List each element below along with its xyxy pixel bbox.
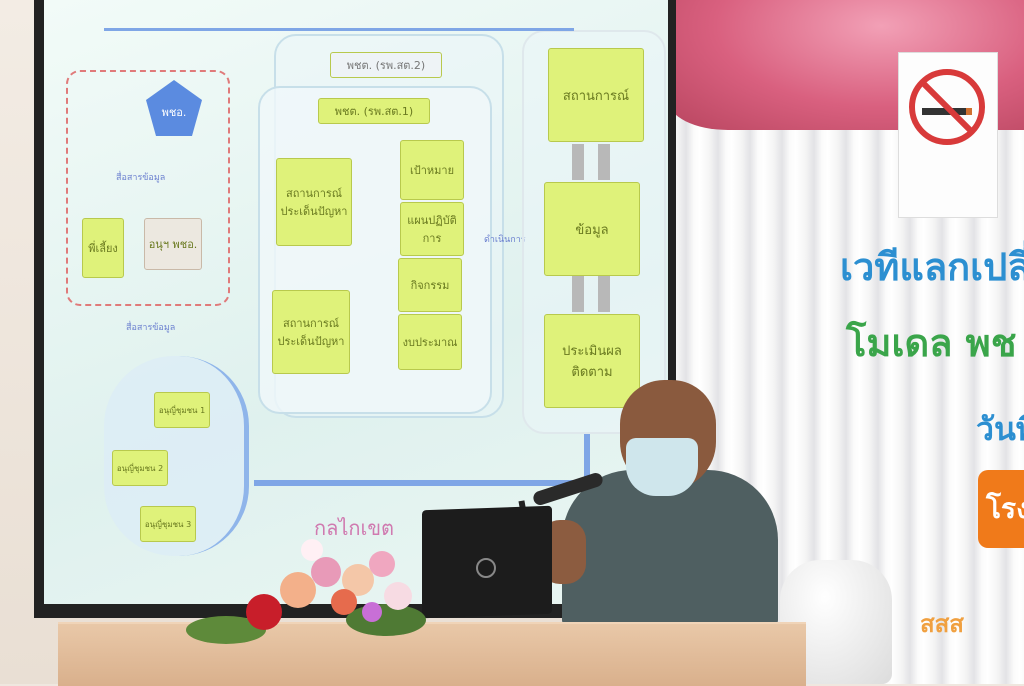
box-mentor: พี่เลี้ยง xyxy=(82,218,124,278)
box-situation-2: สถานการณ์ ประเด็นปัญหา xyxy=(272,290,350,374)
arrow-down-2 xyxy=(598,276,610,312)
pentagon-shape: พชอ. xyxy=(146,80,202,136)
banner-orange-tag: โรง xyxy=(978,470,1024,548)
box-situation-1: สถานการณ์ ประเด็นปัญหา xyxy=(276,158,352,246)
pentagon-label: พชอ. xyxy=(162,106,187,119)
banner-line-2: โมเดล พช xyxy=(846,321,1017,365)
face-mask xyxy=(626,438,698,496)
box-plan: แผนปฏิบัติการ xyxy=(400,202,464,256)
slide-footer-text: กลไกเขต xyxy=(314,516,395,540)
projection-screen: พชอ. สื่อสารข้อมูล พี่เลี้ยง อนุฯ พชอ. ส… xyxy=(44,0,668,604)
arrow-down-1 xyxy=(598,144,610,180)
box-right-data: ข้อมูล xyxy=(544,182,640,276)
tab-top: พชต. (รพ.สต.2) xyxy=(330,52,442,78)
box-community-1: อนุญี่ชุมชน 1 xyxy=(154,392,210,428)
no-smoking-sign xyxy=(898,52,998,218)
arrow-top-line xyxy=(104,28,574,31)
tab-mid: พชต. (รพ.สต.1) xyxy=(318,98,430,124)
box-right-situation: สถานการณ์ xyxy=(548,48,644,142)
laptop-logo-icon xyxy=(476,558,496,578)
sss-logo: สสส xyxy=(920,610,964,638)
box-subcommittee: อนุฯ พชอ. xyxy=(144,218,202,270)
arrow-bottom-return xyxy=(254,480,594,486)
arrow-up-1 xyxy=(572,144,584,180)
no-smoking-icon xyxy=(909,69,985,145)
arrow-up-2 xyxy=(572,276,584,312)
box-community-3: อนุญี่ชุมชน 3 xyxy=(140,506,196,542)
banner-line-1: เวทีแลกเปลี่ xyxy=(840,245,1024,289)
box-budget: งบประมาณ xyxy=(398,314,462,370)
tag-communicate-top: สื่อสารข้อมูล xyxy=(116,173,166,183)
speaker-body xyxy=(562,470,778,626)
tag-communicate-bottom: สื่อสารข้อมูล xyxy=(126,323,176,333)
dashed-region-left xyxy=(66,70,230,306)
box-community-2: อนุญี่ชุมชน 2 xyxy=(112,450,168,486)
flower-arrangement xyxy=(186,539,426,644)
box-activity: กิจกรรม xyxy=(398,258,462,312)
banner-line-3: วันที่ xyxy=(976,410,1024,448)
table xyxy=(58,622,806,686)
box-goal: เป้าหมาย xyxy=(400,140,464,200)
tag-operation: ดำเนินการ xyxy=(484,235,526,245)
box-right-evaluate: ประเมินผล ติดตาม xyxy=(544,314,640,408)
arrow-right-up xyxy=(584,434,590,484)
